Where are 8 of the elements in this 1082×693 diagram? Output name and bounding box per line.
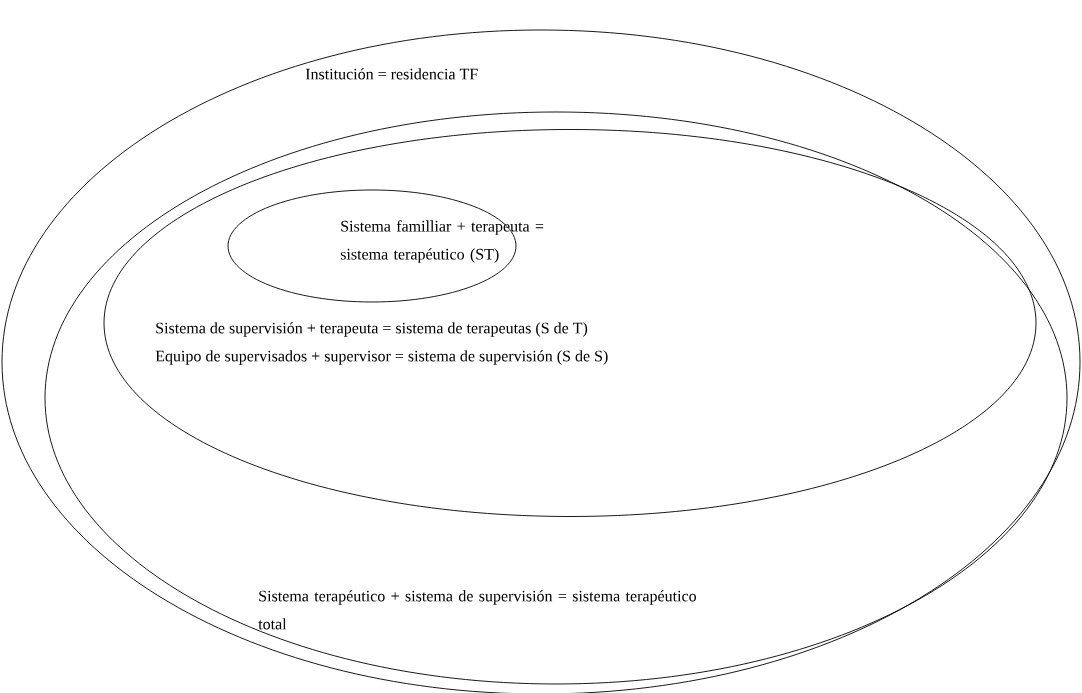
- ellipse: [103, 129, 1037, 517]
- label-text: Sistema familliar + terapeuta = sistema terapéutico (ST): [340, 220, 544, 263]
- label-text: Institución = residencia TF: [305, 68, 478, 80]
- label-text: Sistema de supervisión + terapeuta = sistema de terapeutas (S de T): [156, 322, 588, 337]
- label-text: Sistema terapéutico + sistema de supervisión = sistema terapéutico total: [258, 590, 696, 630]
- label-text: Equipo de supervisados + supervisor = sistema de supervisión (S de S): [155, 350, 608, 365]
- ellipse: [44, 111, 1068, 685]
- ellipse: [227, 189, 544, 303]
